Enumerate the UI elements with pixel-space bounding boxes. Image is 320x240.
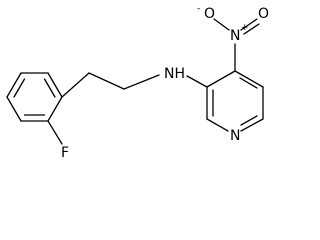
bond — [6, 72, 22, 98]
pyridine-ring — [206, 70, 264, 132]
nitro-o-right-label: O — [258, 6, 269, 22]
double-bond-inner — [13, 78, 26, 98]
bond — [6, 96, 22, 122]
structure-canvas: F NH N N + O - O — [6, 4, 269, 158]
double-bond-inner — [240, 115, 258, 126]
fluorophenyl-ring — [6, 72, 63, 122]
bond — [240, 118, 264, 132]
nitro-n-label: N — [230, 28, 240, 44]
bond-c-f — [47, 120, 63, 145]
bond — [206, 118, 229, 132]
double-bond-inner — [243, 23, 260, 35]
chemical-structure: F NH N N + O - O — [6, 4, 269, 158]
bond-n-o-left — [213, 18, 230, 31]
bond-chain — [123, 74, 160, 90]
nitro-o-left-label: O — [204, 6, 215, 22]
bond — [47, 72, 63, 98]
fluorine-label: F — [61, 145, 69, 158]
bond-chain — [88, 72, 125, 90]
double-bond-inner — [239, 77, 258, 89]
bond-n-o-right — [240, 18, 258, 31]
bond — [234, 70, 264, 88]
bond-chain — [61, 72, 90, 98]
amine-nh-label: NH — [164, 66, 185, 82]
bond-n-c2 — [186, 75, 208, 88]
pyridine-n-label: N — [230, 128, 240, 144]
double-bond-inner — [43, 78, 56, 98]
bond — [47, 96, 63, 122]
bond — [206, 70, 236, 88]
nitro-o-left-charge: - — [197, 4, 200, 14]
